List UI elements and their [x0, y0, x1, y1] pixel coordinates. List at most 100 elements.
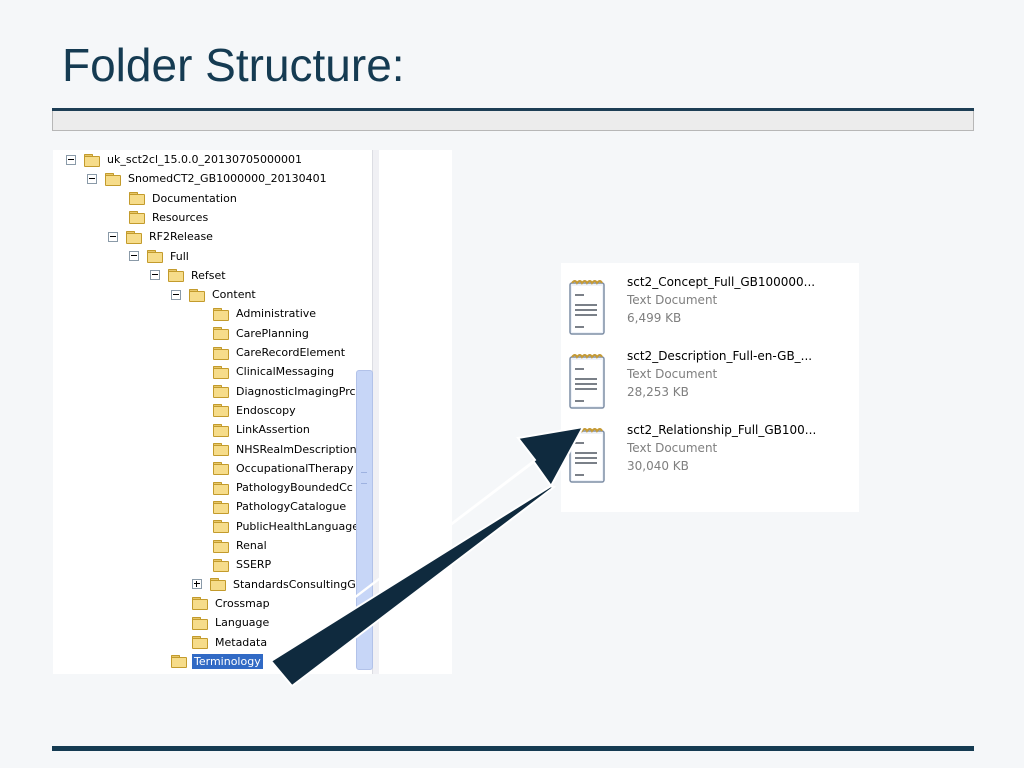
gray-band	[52, 111, 974, 131]
tree-item[interactable]: OccupationalTherapy	[213, 459, 356, 478]
tree-item-label[interactable]: PublicHealthLanguage	[236, 519, 359, 533]
tree-item-label[interactable]: ClinicalMessaging	[236, 365, 335, 379]
tree-item[interactable]: DiagnosticImagingPrc	[213, 382, 358, 401]
folder-icon-body	[171, 657, 187, 669]
text-document-icon	[569, 354, 605, 409]
tree-item[interactable]: uk_sct2cl_15.0.0_20130705000001	[66, 150, 304, 169]
tree-item-label[interactable]: CarePlanning	[236, 326, 309, 340]
folder-icon	[105, 172, 121, 186]
tree-item[interactable]: CareRecordElement	[213, 343, 347, 362]
tree-item-label[interactable]: NHSRealmDescription	[236, 442, 357, 456]
tree-item-label[interactable]: DiagnosticImagingPrc	[236, 384, 356, 398]
folder-icon	[213, 500, 229, 514]
tree-item-label[interactable]: CareRecordElement	[236, 346, 346, 359]
folder-icon-body	[192, 638, 208, 649]
tree-item-label[interactable]: Resources	[152, 210, 209, 224]
tree-item[interactable]: Full	[129, 247, 191, 266]
collapse-minus-icon[interactable]	[108, 231, 118, 242]
tree-item-label[interactable]: LinkAssertion	[236, 423, 310, 437]
file-item[interactable]: sct2_Description_Full-en-GB_...Text Docu…	[569, 347, 854, 413]
tree-item-label[interactable]: Full	[170, 249, 189, 263]
folder-icon-body	[213, 445, 229, 456]
collapse-minus-icon[interactable]	[129, 251, 139, 261]
file-item[interactable]: sct2_Relationship_Full_GB100...Text Docu…	[569, 421, 854, 487]
tree-item-label[interactable]: SSERP	[236, 558, 272, 572]
file-name: sct2_Relationship_Full_GB100...	[627, 423, 817, 437]
collapse-minus-icon[interactable]	[150, 270, 160, 281]
folder-icon-body	[192, 599, 208, 611]
tree-item[interactable]: Content	[171, 285, 258, 304]
tree-item-label[interactable]: uk_sct2cl_15.0.0_20130705000001	[107, 153, 303, 166]
folder-icon	[213, 346, 229, 360]
tree-item[interactable]: StandardsConsultingG	[192, 575, 358, 594]
tree-scrollbar-track[interactable]	[372, 150, 379, 674]
folder-icon	[213, 520, 229, 534]
folder-icon-body	[129, 194, 145, 206]
tree-item-label[interactable]: RF2Release	[149, 230, 213, 244]
tree-item-label[interactable]: Content	[212, 288, 256, 302]
folder-icon	[189, 288, 205, 302]
tree-item[interactable]: SSERP	[213, 555, 273, 574]
folder-icon	[129, 211, 145, 225]
folder-icon	[213, 404, 229, 418]
expand-plus-icon[interactable]	[192, 579, 202, 590]
tree-item-label[interactable]: Renal	[236, 539, 267, 552]
tree-item[interactable]: Renal	[213, 536, 269, 555]
tree-item-label[interactable]: PathologyCatalogue	[236, 500, 347, 514]
text-document-icon	[569, 428, 605, 483]
file-item[interactable]: sct2_Concept_Full_GB100000...Text Docume…	[569, 273, 854, 339]
tree-item-label[interactable]: Terminology	[192, 653, 263, 669]
tree-item[interactable]: Terminology	[171, 652, 263, 671]
tree-item[interactable]: Refset	[150, 266, 228, 285]
folder-icon-body	[213, 522, 229, 534]
tree-item[interactable]: SnomedCT2_GB1000000_20130401	[87, 169, 329, 188]
tree-item[interactable]: Metadata	[192, 633, 269, 652]
file-type: Text Document	[627, 367, 718, 381]
folder-icon	[213, 558, 229, 572]
tree-item[interactable]: Crossmap	[192, 594, 272, 613]
collapse-minus-icon[interactable]	[66, 154, 76, 165]
folder-icon	[192, 616, 208, 630]
tree-item-label[interactable]: Documentation	[152, 191, 237, 205]
tree-item[interactable]: PathologyBoundedCc	[213, 478, 355, 497]
tree-item[interactable]: Endoscopy	[213, 401, 298, 420]
tree-item-label[interactable]: Language	[215, 616, 270, 630]
tree-item[interactable]: LinkAssertion	[213, 420, 312, 439]
tree-item-label[interactable]: Endoscopy	[236, 403, 296, 417]
file-size: 30,040 KB	[627, 459, 689, 473]
tree-item-label[interactable]: OccupationalTherapy	[236, 461, 354, 475]
tree-item-label[interactable]: Administrative	[236, 307, 317, 321]
tree-item-label[interactable]: Crossmap	[215, 596, 270, 610]
collapse-minus-icon[interactable]	[87, 173, 97, 184]
tree-item-label[interactable]: Metadata	[215, 635, 268, 649]
folder-icon	[171, 655, 187, 669]
folder-icon	[213, 423, 229, 437]
tree-item-label[interactable]: Refset	[191, 268, 226, 282]
tree-item-label[interactable]: PathologyBoundedCc	[236, 481, 353, 495]
tree-item[interactable]: NHSRealmDescription	[213, 440, 359, 459]
tree-item[interactable]: Documentation	[129, 189, 239, 208]
tree-item[interactable]: CarePlanning	[213, 324, 311, 343]
folder-icon	[213, 539, 229, 553]
tree-item[interactable]: RF2Release	[108, 227, 215, 246]
tree-item[interactable]: ClinicalMessaging	[213, 362, 336, 381]
folder-icon-body	[213, 560, 229, 572]
folder-icon	[210, 578, 226, 592]
tree-item[interactable]: Language	[192, 613, 271, 632]
folder-icon-body	[192, 618, 208, 630]
tree-item[interactable]: PathologyCatalogue	[213, 497, 348, 516]
folder-icon-body	[210, 580, 226, 592]
title-rule	[52, 108, 974, 111]
folder-icon-body	[213, 425, 229, 437]
tree-item[interactable]: Resources	[129, 208, 210, 227]
collapse-minus-icon[interactable]	[171, 289, 181, 300]
tree-scrollbar-thumb[interactable]	[356, 370, 373, 670]
tree-item-label[interactable]: StandardsConsultingG	[233, 577, 356, 591]
tree-item-label[interactable]: SnomedCT2_GB1000000_20130401	[128, 172, 327, 186]
folder-icon	[192, 597, 208, 611]
slide-title: Folder Structure:	[62, 39, 405, 91]
tree-item[interactable]: PublicHealthLanguage	[213, 517, 361, 536]
folder-icon-body	[168, 271, 184, 283]
folder-icon-body	[105, 174, 121, 186]
tree-item[interactable]: Administrative	[213, 304, 318, 323]
